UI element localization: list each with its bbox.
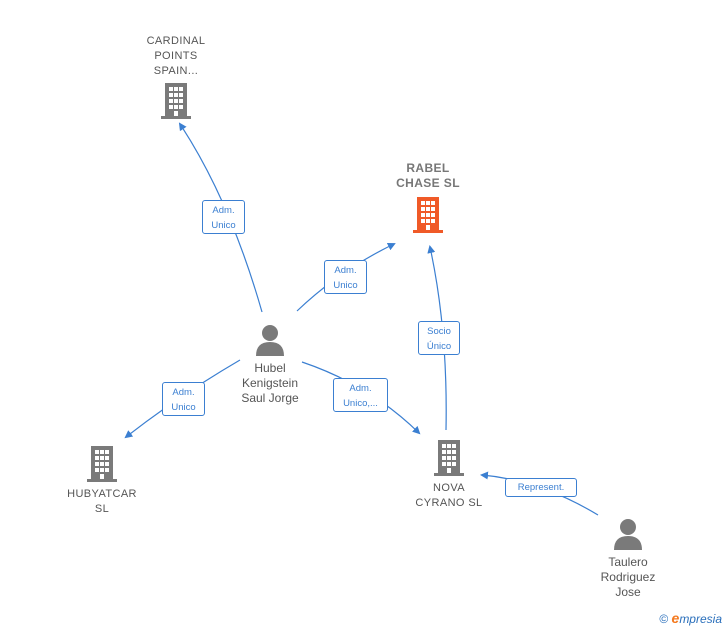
edge-label-line2: Unico xyxy=(171,402,196,413)
node-label-line2: CHASE SL xyxy=(396,176,460,190)
node-label-line1: Hubel xyxy=(254,361,286,375)
node-label-line1: NOVA xyxy=(433,482,465,494)
node-label-line2: Kenigstein xyxy=(241,376,299,390)
edge-label-line2: Único xyxy=(426,341,452,352)
node-hubyatcar-sl[interactable]: HUBYATCAR SL xyxy=(52,446,152,517)
edge-label-represent[interactable]: Represent. xyxy=(505,478,577,497)
building-icon xyxy=(87,446,117,482)
person-icon xyxy=(614,519,642,550)
edge-label-line1: Adm. xyxy=(172,387,195,398)
edge-label-line2: Unico xyxy=(333,280,358,291)
edge-label-line1: Adm. xyxy=(212,205,235,216)
copyright-symbol: © xyxy=(659,612,669,626)
node-label-line2: CYRANO SL xyxy=(415,497,483,509)
edge-label-adm-unico-hubyatcar[interactable]: Adm. Unico xyxy=(162,382,205,416)
node-label-line1: HUBYATCAR xyxy=(67,488,137,500)
node-label-line1: RABEL xyxy=(406,161,450,175)
node-label-line1: CARDINAL xyxy=(146,35,206,47)
node-label-line3: Jose xyxy=(615,585,641,599)
building-icon xyxy=(161,83,191,119)
building-icon xyxy=(413,197,443,233)
node-nova-cyrano-sl[interactable]: NOVA CYRANO SL xyxy=(399,440,499,511)
brand-initial: e xyxy=(671,610,680,626)
edge-label-line1: Represent. xyxy=(517,482,565,493)
node-label-line2: POINTS xyxy=(154,50,198,62)
edge-label-line2: Unico,... xyxy=(343,398,378,409)
node-label-line1: Taulero xyxy=(608,555,648,569)
node-taulero-rodriguez-jose[interactable]: Taulero Rodriguez Jose xyxy=(578,518,678,600)
edge-label-line2: Unico xyxy=(211,220,236,231)
node-label-line2: SL xyxy=(94,503,110,515)
node-label-line3: Saul Jorge xyxy=(241,391,299,405)
edge-label-adm-unico-rabel[interactable]: Adm. Unico xyxy=(324,260,367,294)
edge-label-line1: Socio xyxy=(427,326,451,337)
edge-label-adm-unico-cardinal[interactable]: Adm. Unico xyxy=(202,200,245,234)
node-label-line2: Rodriguez xyxy=(600,570,656,584)
edge-label-socio-unico[interactable]: Socio Único xyxy=(418,321,460,355)
brand-name: mpresia xyxy=(679,612,722,626)
node-hubel-kenigstein-saul-jorge[interactable]: Hubel Kenigstein Saul Jorge xyxy=(220,324,320,406)
person-icon xyxy=(256,325,284,356)
node-rabel-chase-sl[interactable]: RABEL CHASE SL xyxy=(378,161,478,238)
node-label-line3: SPAIN... xyxy=(153,65,199,77)
edge-label-line1: Adm. xyxy=(334,265,357,276)
node-cardinal-points-spain[interactable]: CARDINAL POINTS SPAIN... xyxy=(126,34,226,124)
building-icon xyxy=(434,440,464,476)
empresia-watermark: © empresia xyxy=(659,610,722,626)
edge-label-adm-unico-nova[interactable]: Adm. Unico,... xyxy=(333,378,388,412)
edge-label-line1: Adm. xyxy=(349,383,372,394)
